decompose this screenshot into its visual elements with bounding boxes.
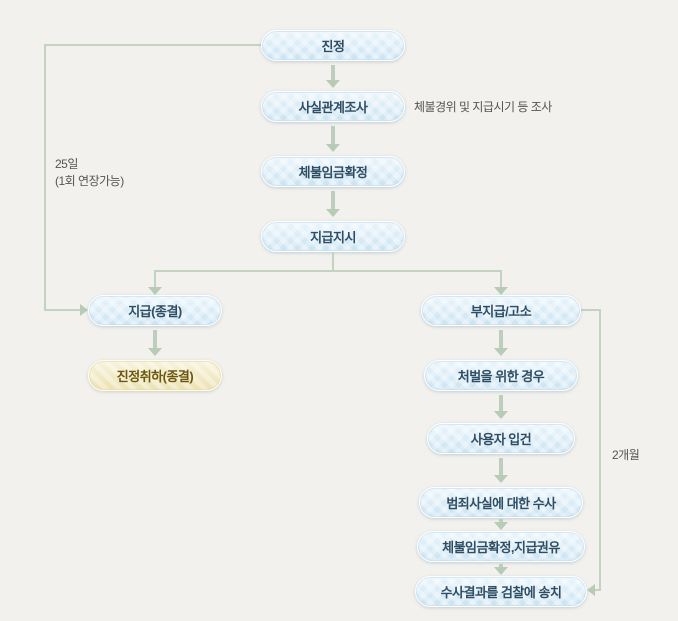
arrow-left-icon <box>587 584 595 596</box>
right-duration-label: 2개월 <box>612 448 640 462</box>
arrow-down-icon <box>326 65 340 88</box>
branch-stub-line <box>332 252 334 272</box>
arrow-head <box>326 209 340 217</box>
arrow-head <box>494 567 508 575</box>
node-send-to-prosecution: 수사결과를 검찰에 송치 <box>415 576 587 607</box>
left-duration-line1: 25일 <box>55 157 78 171</box>
branch-right-drop-line <box>500 270 502 288</box>
node-wage-confirm-payment-recommend: 체불임금확정,지급권유 <box>417 531 585 562</box>
arrow-stem <box>331 65 335 80</box>
node-crime-investigation: 범죄사실에 대한 수사 <box>419 487 583 518</box>
arrow-stem <box>153 330 157 348</box>
arrow-stem <box>331 191 335 209</box>
arrow-head <box>494 475 508 483</box>
arrow-stem <box>499 395 503 411</box>
arrow-stem <box>499 458 503 475</box>
arrow-down-icon <box>326 191 340 217</box>
feedback-left-top-line <box>44 44 261 46</box>
arrow-head <box>494 348 508 356</box>
fact-investigation-note: 체불경위 및 지급시기 등 조사 <box>414 100 552 114</box>
arrow-down-icon <box>494 519 508 530</box>
feedback-right-vertical-line <box>599 309 601 591</box>
node-wage-confirmation: 체불임금확정 <box>261 156 405 187</box>
arrow-stem <box>331 126 335 144</box>
feedback-right-bottom-line <box>595 589 601 591</box>
feedback-left-vertical-line <box>44 44 46 311</box>
branch-horizontal-line <box>154 270 502 272</box>
node-nonpayment-accusation: 부지급/고소 <box>421 295 581 326</box>
arrow-stem <box>499 519 503 522</box>
arrow-head <box>148 348 162 356</box>
feedback-right-top-line <box>581 309 601 311</box>
arrow-stem <box>499 330 503 348</box>
arrow-down-icon <box>494 458 508 483</box>
arrow-down-icon <box>148 330 162 356</box>
node-payment-order: 지급지시 <box>261 221 405 252</box>
left-duration-line2: (1회 연장가능) <box>55 174 124 188</box>
arrow-down-icon <box>148 287 162 295</box>
node-payment-closed: 지급(종결) <box>88 295 222 326</box>
arrow-down-icon <box>494 287 508 295</box>
feedback-left-bottom-line <box>44 309 80 311</box>
left-duration-label: 25일 (1회 연장가능) <box>55 156 124 190</box>
node-withdrawal-closed: 진정취하(종결) <box>88 360 222 391</box>
arrow-head <box>494 411 508 419</box>
arrow-down-icon <box>494 330 508 356</box>
node-petition: 진정 <box>261 30 405 61</box>
arrow-head <box>494 522 508 530</box>
arrow-right-icon <box>80 304 88 316</box>
arrow-down-icon <box>494 564 508 575</box>
node-employer-booking: 사용자 입건 <box>427 423 575 454</box>
branch-left-drop-line <box>154 270 156 288</box>
arrow-head <box>326 144 340 152</box>
arrow-head <box>326 80 340 88</box>
arrow-down-icon <box>326 126 340 152</box>
arrow-stem <box>499 564 503 567</box>
arrow-down-icon <box>494 395 508 419</box>
node-punishment-case: 처벌을 위한 경우 <box>424 360 578 391</box>
node-fact-investigation: 사실관계조사 <box>261 91 405 122</box>
